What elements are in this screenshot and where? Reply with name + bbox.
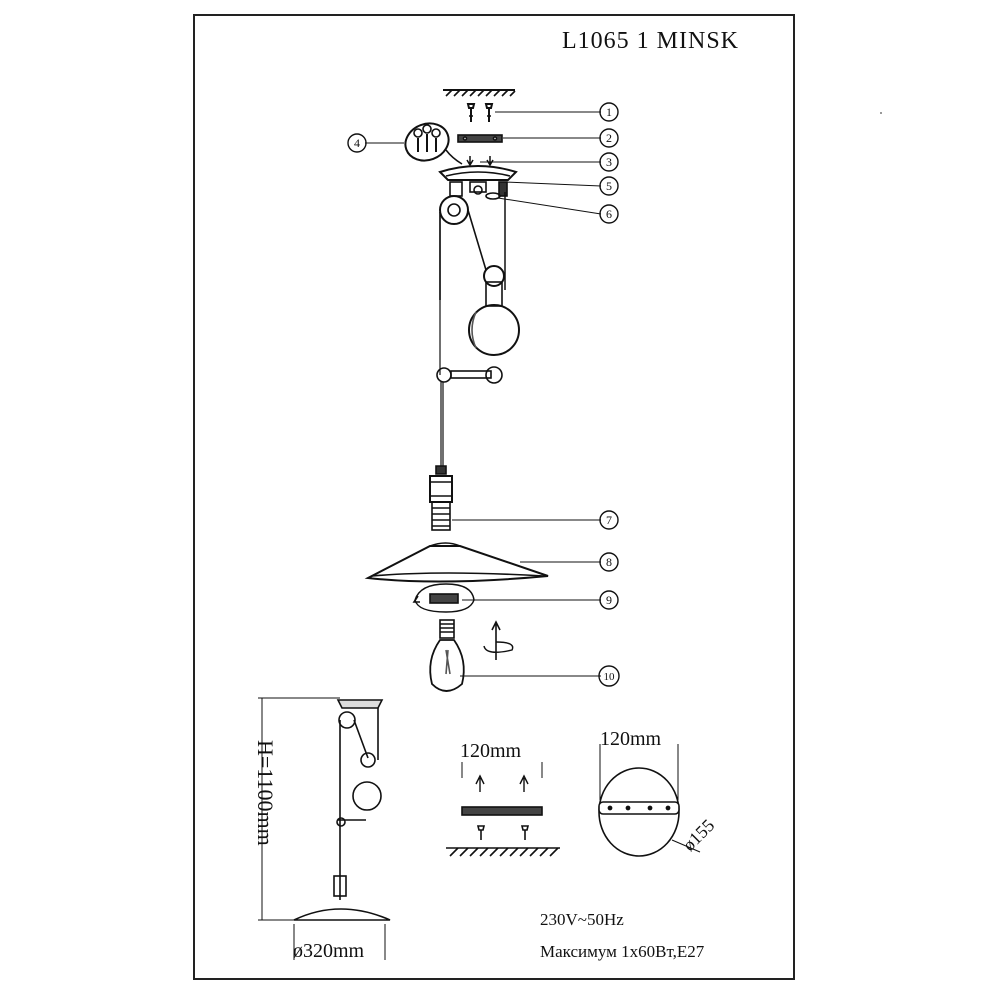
callout-4: 4 (354, 136, 360, 150)
guide-rod (436, 366, 503, 384)
callout-10: 10 (604, 671, 616, 683)
callout-7: 7 (606, 513, 612, 527)
model-title: L1065 1 MINSK (562, 28, 740, 54)
canopy (438, 165, 518, 181)
callout-9: 9 (606, 593, 612, 607)
lamp-shade (364, 542, 549, 583)
callout-6: 6 (606, 207, 612, 221)
callout-2: 2 (606, 131, 612, 145)
height-label: H=1100mm (253, 740, 278, 846)
speck (880, 112, 882, 114)
callout-1: 1 (606, 105, 612, 119)
counterweight (468, 304, 520, 356)
height-diagram (258, 697, 391, 960)
power-spec: Максимум 1x60Вт,E27 (540, 942, 705, 961)
canopy-top-view (598, 744, 701, 857)
ceiling-hatch (443, 89, 516, 97)
lamp-holder (429, 465, 453, 531)
mounting-bar (457, 134, 503, 167)
screws (466, 103, 494, 122)
mounting-plate-side (446, 762, 560, 857)
plate-width-label: 120mm (460, 740, 522, 762)
border-frame (193, 14, 795, 980)
shade-diameter-label: ø320mm (293, 940, 365, 962)
bulb (429, 619, 514, 692)
canopy-diameter-label: ø155 (679, 815, 719, 855)
callout-8: 8 (606, 555, 612, 569)
canopy-width-label: 120mm (600, 728, 662, 750)
cable (439, 212, 444, 466)
callout-circles (347, 102, 620, 687)
callout-5: 5 (606, 179, 612, 193)
terminal-block (404, 122, 463, 165)
voltage-spec: 230V~50Hz (540, 910, 624, 929)
leader-lines (365, 111, 602, 677)
callout-3: 3 (606, 155, 612, 169)
pulley-assembly (439, 181, 508, 307)
shade-ring (412, 583, 475, 613)
